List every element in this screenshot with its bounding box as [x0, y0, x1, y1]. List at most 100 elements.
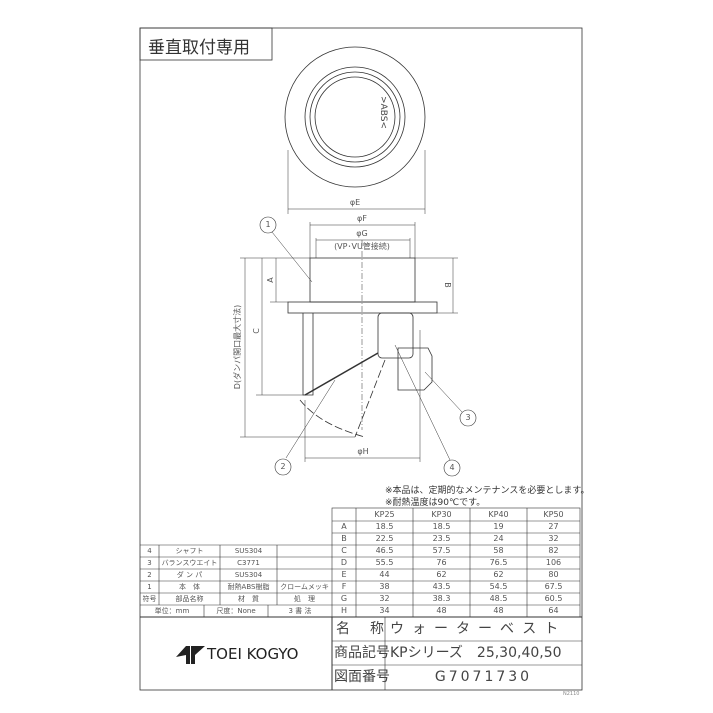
- balloons: [259, 216, 477, 477]
- dim-g-note: (VP･VU管接続): [334, 242, 390, 251]
- table-cell: 24: [493, 534, 504, 543]
- parts-cell: シャフト: [175, 547, 204, 555]
- table-cell: 48.5: [489, 594, 508, 603]
- name-label: 名 称: [336, 621, 387, 637]
- parts-header: 処 理: [294, 595, 315, 603]
- column-header: KP40: [488, 510, 509, 519]
- table-cell: 76: [436, 558, 447, 567]
- table-cell: 67.5: [544, 582, 563, 591]
- table-cell: 82: [548, 546, 559, 555]
- parts-cell: ダ ン パ: [176, 571, 203, 579]
- table-cell: C: [341, 546, 347, 555]
- dim-e: φE: [349, 198, 361, 207]
- projection-label: 3 書 法: [288, 607, 312, 615]
- table-cell: 106: [545, 558, 562, 567]
- parts-cell: SUS304: [234, 571, 263, 579]
- parts-cell: C3771: [237, 559, 260, 567]
- parts-cell: クロームメッキ: [280, 583, 329, 591]
- table-cell: 80: [548, 570, 559, 579]
- table-cell: 38: [379, 582, 390, 591]
- note-heat: ※耐熱温度は90℃です。: [385, 498, 486, 508]
- table-cell: F: [341, 582, 347, 591]
- table-cell: H: [340, 606, 347, 615]
- table-cell: 22.5: [375, 534, 394, 543]
- table-cell: 19: [493, 522, 504, 531]
- parts-cell: バランスウエイト: [161, 559, 218, 567]
- company-logo-text: TOEI KOGYO: [207, 645, 299, 663]
- unit-label: 単位：mm: [154, 607, 190, 615]
- sheet-frame: [139, 27, 583, 691]
- dimension-lines: [240, 150, 458, 462]
- dim-f: φF: [357, 214, 367, 223]
- table-cell: 55.5: [375, 558, 394, 567]
- toei-logo-mark: [176, 646, 205, 664]
- parts-cell: 2: [147, 571, 152, 579]
- mounting-label-box: [139, 27, 273, 61]
- table-cell: 38.3: [432, 594, 451, 603]
- parts-header: 符号: [142, 595, 157, 603]
- table-cell: D: [340, 558, 348, 567]
- table-cell: 43.5: [432, 582, 451, 591]
- dim-h: φH: [357, 447, 369, 456]
- parts-cell: 3: [147, 559, 152, 567]
- drawing-no-value: G7071730: [434, 669, 533, 685]
- table-cell: 32: [379, 594, 390, 603]
- table-cell: A: [341, 522, 347, 531]
- table-cell: 62: [436, 570, 447, 579]
- table-cell: B: [341, 534, 347, 543]
- dim-g: φG: [356, 229, 368, 238]
- abs-label: >ABS<: [378, 96, 388, 129]
- parts-cell: 1: [147, 583, 152, 591]
- table-cell: 60.5: [544, 594, 563, 603]
- table-cell: 34: [379, 606, 390, 615]
- table-cell: 18.5: [432, 522, 451, 531]
- dim-a: A: [266, 277, 275, 283]
- parts-cell: 本 体: [179, 583, 200, 591]
- table-cell: 46.5: [375, 546, 394, 555]
- balloon-4: 4: [449, 463, 455, 472]
- table-cell: 54.5: [489, 582, 508, 591]
- side-view: [287, 257, 438, 438]
- code-label: 商品記号: [334, 645, 390, 661]
- parts-cell: SUS304: [234, 547, 263, 555]
- dim-b: B: [443, 282, 452, 288]
- scale-label: 尺度：None: [216, 607, 256, 615]
- table-cell: 62: [493, 570, 504, 579]
- mounting-label: 垂直取付専用: [148, 38, 250, 58]
- column-header: KP30: [431, 510, 452, 519]
- table-cell: 44: [379, 570, 390, 579]
- name-value: ウォーターベスト: [390, 621, 567, 637]
- parts-header: 部品名称: [175, 595, 204, 603]
- table-cell: 23.5: [432, 534, 451, 543]
- balloon-1: 1: [265, 220, 271, 229]
- drawing-no-label: 図面番号: [334, 669, 390, 685]
- footer-code: N2110: [563, 691, 580, 697]
- table-cell: 27: [548, 522, 559, 531]
- table-cell: 76.5: [489, 558, 508, 567]
- parts-header: 材 質: [238, 595, 259, 603]
- table-cell: 18.5: [375, 522, 394, 531]
- parts-cell: 4: [147, 547, 152, 555]
- note-maintenance: ※本品は、定期的なメンテナンスを必要とします。: [385, 486, 590, 496]
- table-cell: G: [340, 594, 348, 603]
- column-header: KP25: [374, 510, 395, 519]
- dim-d: D(ダンパ開口最大寸法): [233, 304, 242, 390]
- dim-c: C: [252, 328, 261, 334]
- code-value: KPシリーズ 25,30,40,50: [390, 645, 562, 661]
- table-cell: 48: [493, 606, 504, 615]
- column-header: KP50: [543, 510, 564, 519]
- table-cell: 57.5: [432, 546, 451, 555]
- balloon-3: 3: [465, 413, 471, 422]
- table-cell: 58: [493, 546, 504, 555]
- balloon-2: 2: [280, 462, 286, 471]
- table-lines: [140, 507, 582, 690]
- table-cell: 64: [548, 606, 559, 615]
- table-cell: 32: [548, 534, 559, 543]
- table-cell: 48: [436, 606, 447, 615]
- table-cell: E: [341, 570, 347, 579]
- top-view: [284, 46, 426, 188]
- leader-lines: [271, 231, 463, 461]
- parts-cell: 耐熱ABS樹脂: [227, 583, 270, 591]
